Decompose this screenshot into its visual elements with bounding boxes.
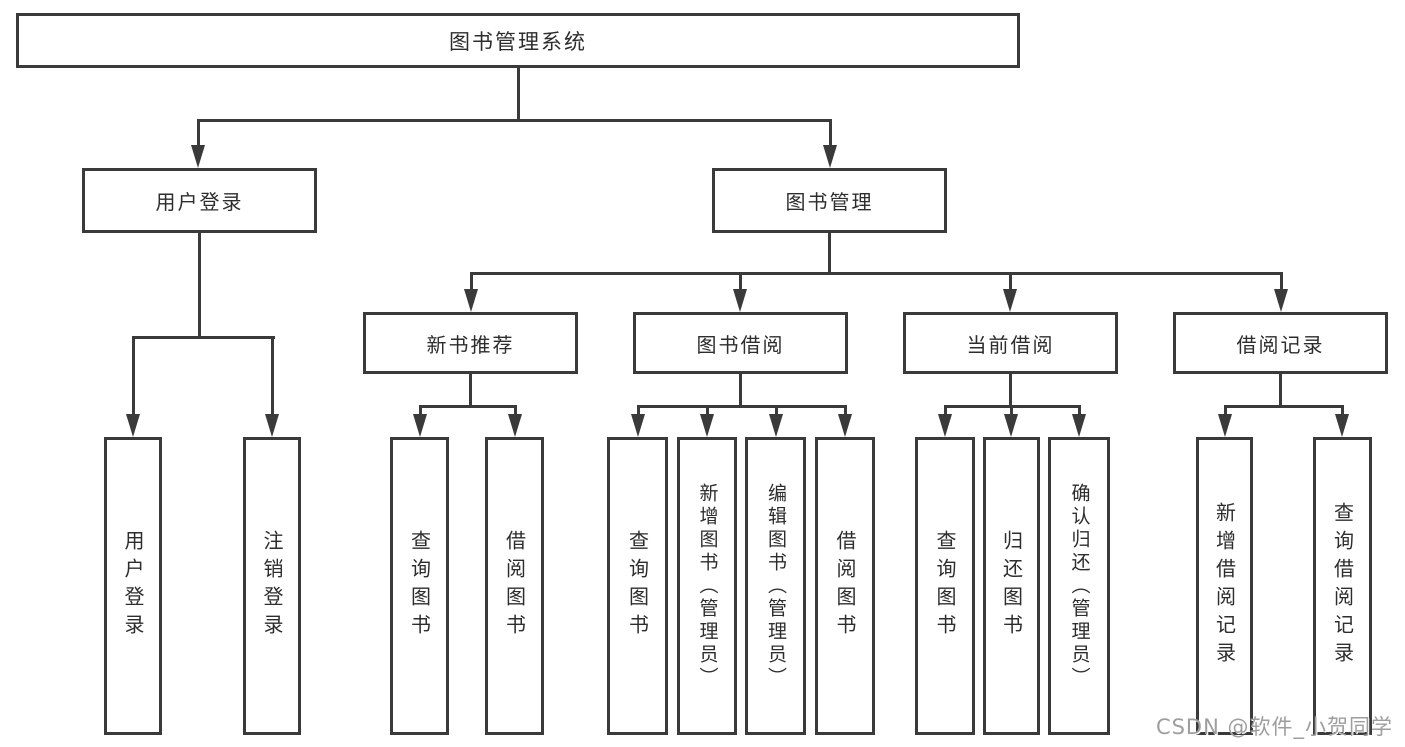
connector-line-vertical — [469, 272, 473, 292]
arrow-down-icon — [1004, 414, 1018, 437]
connector-line-vertical — [270, 336, 274, 416]
node-label: 图书管理系统 — [449, 29, 587, 54]
leaf-confirm-return-admin: 确认归还（管理员） — [1048, 437, 1110, 735]
arrow-down-icon — [126, 414, 140, 437]
connector-line-horizontal — [637, 405, 846, 408]
arrow-down-icon — [1072, 414, 1086, 437]
connector-line-horizontal — [470, 272, 1282, 275]
connector-line-vertical — [468, 374, 472, 408]
connector-line-vertical — [827, 233, 831, 275]
arrow-down-icon — [464, 289, 478, 312]
connector-line-vertical — [197, 233, 201, 339]
connector-line-vertical — [843, 405, 847, 417]
connector-line-vertical — [1008, 374, 1012, 408]
node-label: 新增图书（管理员） — [696, 482, 719, 690]
node-label: 查询图书 — [407, 530, 432, 642]
leaf-query-borrow-record: 查询借阅记录 — [1313, 437, 1372, 735]
leaf-borrow-books: 借阅图书 — [815, 437, 875, 735]
node-borrowing-records: 借阅记录 — [1173, 312, 1388, 374]
node-label: 图书借阅 — [696, 332, 785, 357]
connector-line-vertical — [516, 68, 520, 122]
connector-line-horizontal — [1224, 405, 1344, 408]
arrow-down-icon — [700, 414, 714, 437]
csdn-watermark: CSDN @软件_小贺同学 — [1155, 715, 1393, 739]
leaf-logout: 注销登录 — [243, 437, 301, 735]
arrow-down-icon — [1335, 414, 1349, 437]
node-label: 新书推荐 — [426, 332, 515, 357]
connector-line-vertical — [828, 119, 832, 151]
arrow-down-icon — [191, 145, 205, 168]
leaf-borrow-books-recommend: 借阅图书 — [485, 437, 544, 735]
leaf-add-book-admin: 新增图书（管理员） — [677, 437, 737, 735]
node-label: 借阅图书 — [833, 530, 857, 642]
node-label: 借阅记录 — [1236, 332, 1325, 357]
node-label: 确认归还（管理员） — [1068, 482, 1091, 690]
node-user-login: 用户登录 — [82, 168, 317, 233]
connector-line-vertical — [418, 405, 422, 417]
node-label: 注销登录 — [260, 530, 284, 642]
connector-line-vertical — [1278, 374, 1282, 408]
node-label: 用户登录 — [121, 530, 145, 642]
leaf-add-borrow-record: 新增借阅记录 — [1196, 437, 1253, 735]
node-label: 查询图书 — [625, 530, 650, 642]
connector-line-vertical — [1077, 405, 1081, 417]
node-library-system: 图书管理系统 — [16, 13, 1020, 68]
connector-line-vertical — [705, 405, 709, 417]
arrow-down-icon — [631, 414, 645, 437]
node-label: 新增借阅记录 — [1212, 502, 1237, 670]
node-label: 用户登录 — [155, 190, 244, 214]
node-label: 查询借阅记录 — [1330, 502, 1355, 670]
connector-line-vertical — [1340, 405, 1344, 417]
arrow-down-icon — [413, 414, 427, 437]
arrow-down-icon — [938, 414, 952, 437]
connector-line-vertical — [774, 405, 778, 417]
node-label: 归还图书 — [999, 530, 1024, 642]
arrow-down-icon — [508, 414, 522, 437]
connector-line-vertical — [1009, 405, 1013, 417]
arrow-down-icon — [1218, 414, 1232, 437]
connector-line-vertical — [1008, 272, 1012, 292]
connector-line-vertical — [636, 405, 640, 417]
connector-line-vertical — [513, 405, 517, 417]
connector-line-vertical — [1223, 405, 1227, 417]
arrow-down-icon — [733, 289, 747, 312]
connector-line-vertical — [738, 374, 742, 408]
arrow-down-icon — [838, 414, 852, 437]
leaf-return-book: 归还图书 — [983, 437, 1040, 735]
connector-line-horizontal — [197, 119, 832, 122]
arrow-down-icon — [265, 414, 279, 437]
connector-line-vertical — [738, 272, 742, 292]
node-book-borrowing: 图书借阅 — [633, 312, 848, 374]
connector-line-horizontal — [419, 405, 516, 408]
connector-line-horizontal — [132, 336, 275, 339]
leaf-query-books-recommend: 查询图书 — [390, 437, 449, 735]
node-label: 图书管理 — [785, 190, 874, 214]
node-label: 查询图书 — [933, 530, 957, 642]
connector-line-vertical — [1279, 272, 1283, 292]
arrow-down-icon — [823, 145, 837, 168]
node-label: 借阅图书 — [502, 530, 527, 642]
leaf-query-books-current: 查询图书 — [915, 437, 975, 735]
node-current-borrowing: 当前借阅 — [903, 312, 1118, 374]
node-book-management: 图书管理 — [712, 168, 947, 233]
arrow-down-icon — [1003, 289, 1017, 312]
leaf-edit-book-admin: 编辑图书（管理员） — [745, 437, 806, 735]
connector-line-vertical — [131, 336, 135, 416]
node-label: 编辑图书（管理员） — [765, 482, 787, 690]
leaf-query-books-borrow: 查询图书 — [607, 437, 668, 735]
node-new-book-recommend: 新书推荐 — [363, 312, 578, 374]
connector-line-vertical — [943, 405, 947, 417]
arrow-down-icon — [769, 414, 783, 437]
node-label: 当前借阅 — [966, 332, 1055, 357]
connector-line-vertical — [196, 119, 200, 151]
arrow-down-icon — [1274, 289, 1288, 312]
leaf-user-login: 用户登录 — [104, 437, 162, 735]
